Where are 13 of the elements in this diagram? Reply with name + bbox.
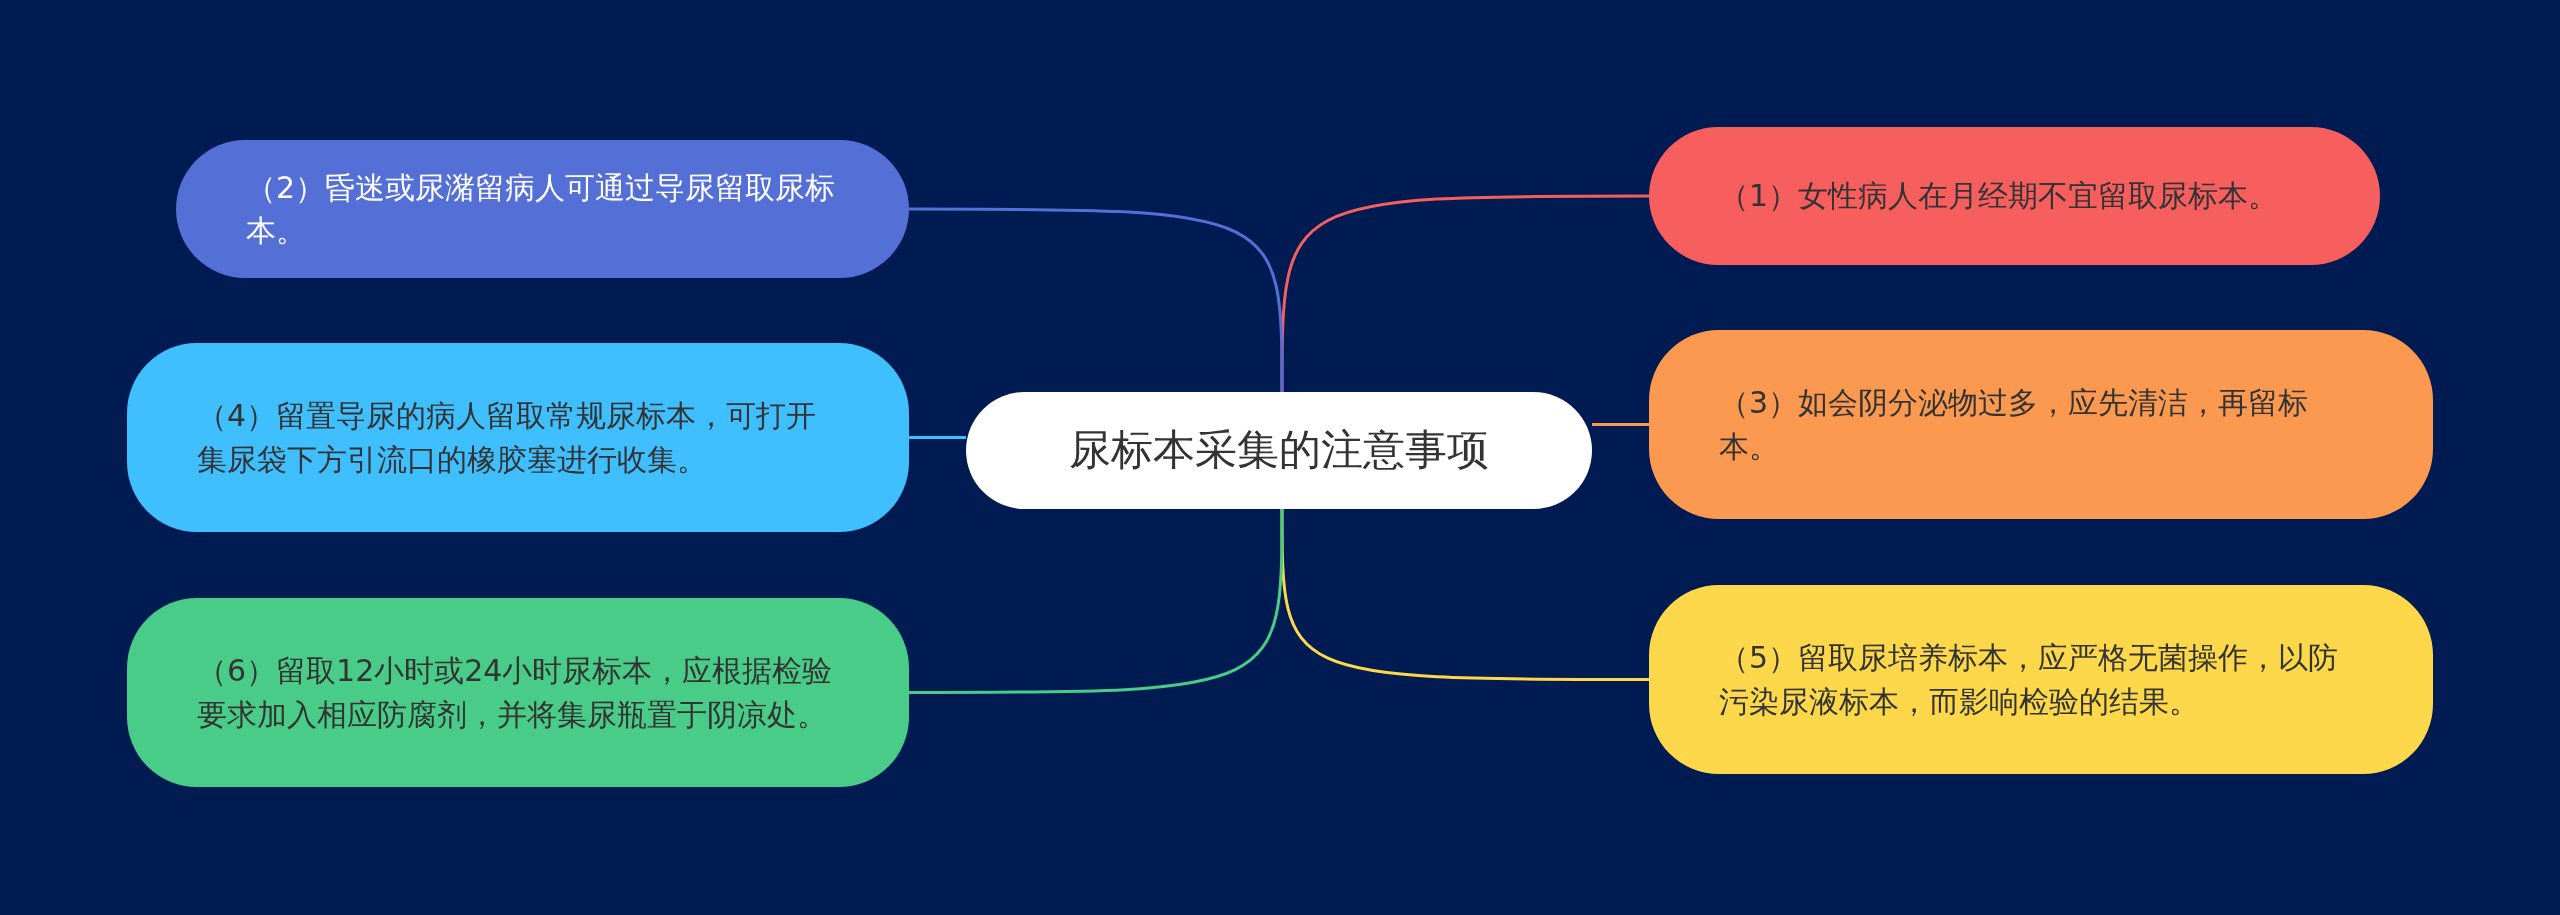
connector-line bbox=[1280, 194, 1649, 392]
topic-bubble: （6）留取12小时或24小时尿标本，应根据检验要求加入相应防腐剂，并将集尿瓶置于阴凉处。 bbox=[127, 598, 909, 787]
connector-line bbox=[909, 436, 966, 439]
topic-bubble: （5）留取尿培养标本，应严格无菌操作，以防污染尿液标本，而影响检验的结果。 bbox=[1649, 585, 2433, 774]
central-topic: 尿标本采集的注意事项 bbox=[966, 392, 1592, 509]
connector-line bbox=[1592, 423, 1649, 426]
topic-bubble: （2）昏迷或尿潴留病人可通过导尿留取尿标本。 bbox=[176, 140, 909, 278]
topic-bubble: （1）女性病人在月经期不宜留取尿标本。 bbox=[1649, 127, 2380, 265]
connector-line bbox=[1280, 509, 1649, 681]
topic-bubble: （3）如会阴分泌物过多，应先清洁，再留标本。 bbox=[1649, 330, 2433, 519]
connector-line bbox=[909, 509, 1284, 694]
topic-bubble: （4）留置导尿的病人留取常规尿标本，可打开集尿袋下方引流口的橡胶塞进行收集。 bbox=[127, 343, 909, 532]
connector-line bbox=[909, 207, 1284, 392]
